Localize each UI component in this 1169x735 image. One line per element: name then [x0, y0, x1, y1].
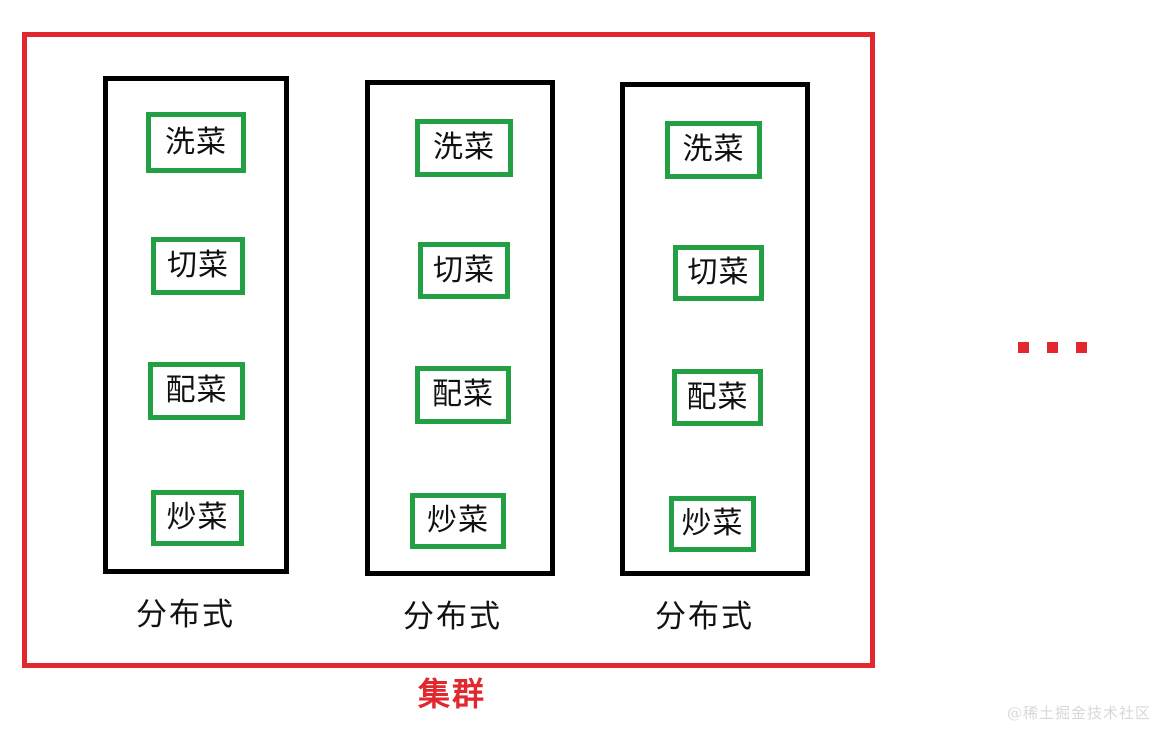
node-caption-3: 分布式	[655, 599, 754, 635]
more-nodes-ellipsis-icon	[1018, 342, 1087, 353]
task-box-3-cut: 切菜	[673, 245, 764, 301]
task-box-1-wash: 洗菜	[146, 112, 246, 173]
cluster-caption: 集群	[418, 675, 487, 713]
task-box-2-cut: 切菜	[418, 242, 510, 299]
ellipsis-dot-3	[1076, 342, 1087, 353]
task-box-2-fry: 炒菜	[410, 493, 506, 549]
node-caption-2: 分布式	[403, 599, 502, 635]
ellipsis-dot-1	[1018, 342, 1029, 353]
cluster-boundary	[22, 32, 875, 668]
task-box-1-cut: 切菜	[151, 237, 245, 295]
ellipsis-dot-2	[1047, 342, 1058, 353]
task-box-2-prep: 配菜	[415, 366, 511, 424]
task-box-2-wash: 洗菜	[415, 119, 513, 177]
task-box-3-prep: 配菜	[672, 369, 763, 426]
node-caption-1: 分布式	[136, 597, 235, 633]
task-box-3-wash: 洗菜	[665, 121, 762, 179]
task-box-1-prep: 配菜	[148, 362, 245, 420]
watermark: @稀土掘金技术社区	[1006, 704, 1151, 722]
task-box-1-fry: 炒菜	[151, 490, 244, 546]
task-box-3-fry: 炒菜	[669, 496, 756, 552]
